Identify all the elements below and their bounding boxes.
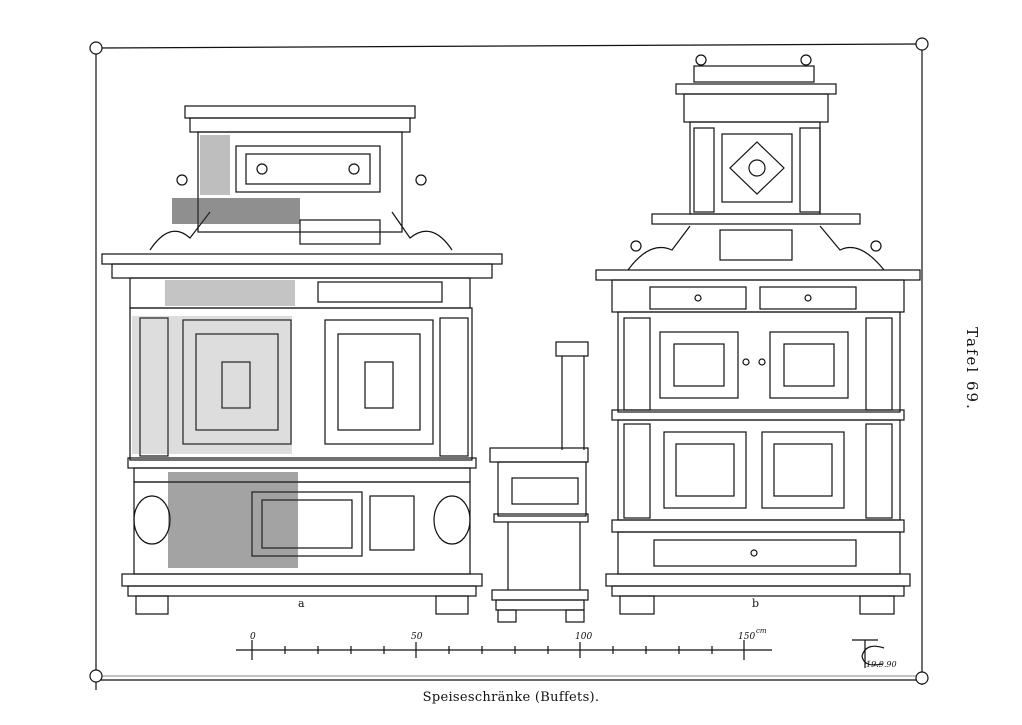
buffet-b-drawing [595,54,921,615]
side-buffet-drawing [489,341,589,623]
buffet-a-drawing [101,105,503,615]
plate-number: Tafel 69. [962,327,981,411]
plate-caption: Speiseschränke (Buffets). [422,690,600,705]
scale-unit: cm [756,627,767,635]
plate-frame [89,37,929,690]
scale-tick-150: 150 [738,632,756,642]
scale-tick-100: 100 [575,632,593,642]
scale-tick-0: 0 [250,632,256,642]
monogram-date: 19.9.90 [866,660,897,669]
scale-bar [236,640,772,660]
scale-tick-50: 50 [411,632,423,642]
figure-label-b: b [752,597,760,610]
monogram-mark [852,639,885,668]
figure-label-a: a [298,597,305,610]
